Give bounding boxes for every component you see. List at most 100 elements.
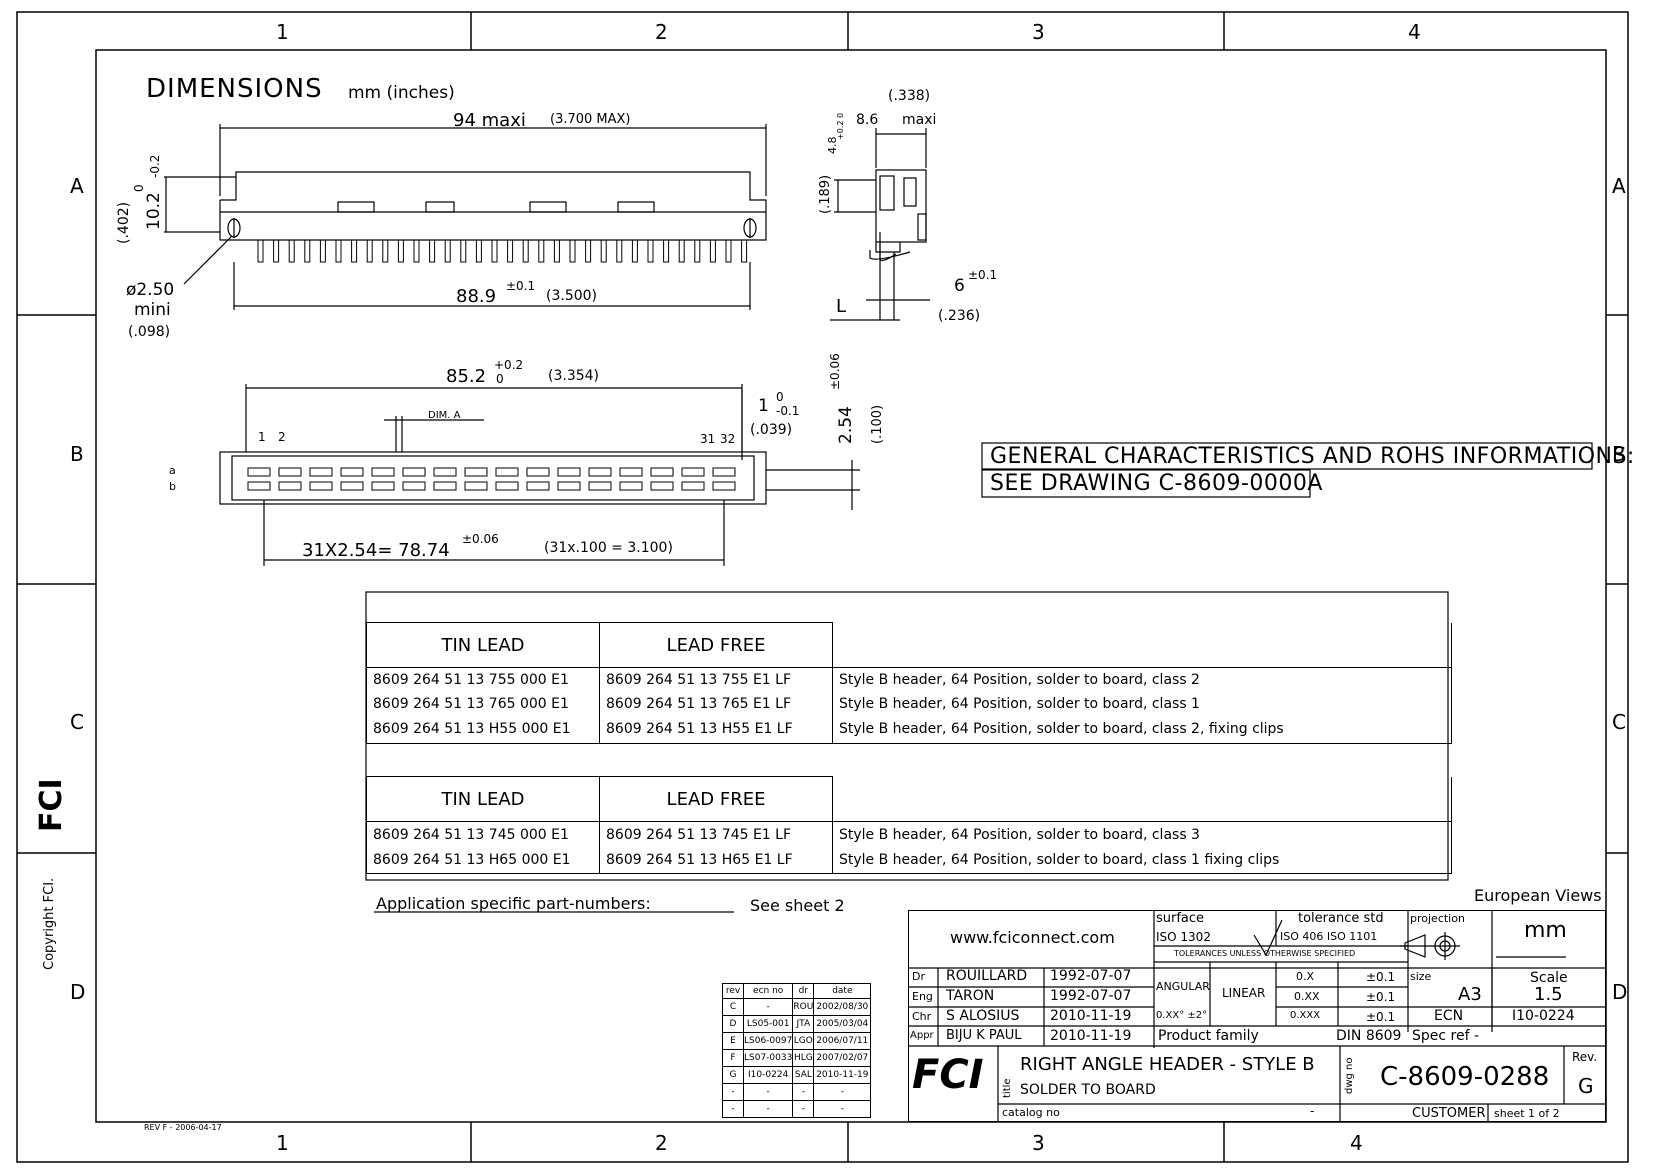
- dr-name: ROUILLARD: [946, 968, 1028, 984]
- bottom-view-contacts: [247, 467, 736, 491]
- dwg-label: dwg no: [1344, 1057, 1355, 1094]
- col-label-2: 2: [655, 20, 668, 44]
- contact-a: [340, 467, 364, 477]
- surface-label: surface: [1156, 911, 1205, 926]
- row-label-d-right: D: [1612, 980, 1628, 1004]
- lin-0xx-tol: ±0.1: [1366, 990, 1396, 1004]
- row-label-a-right: A: [1612, 174, 1626, 198]
- row-label-c-right: C: [1612, 710, 1626, 734]
- lin-0x: 0.X: [1296, 970, 1315, 983]
- iso-406: ISO 406 ISO 1101: [1280, 930, 1378, 943]
- din-value: DIN 8609: [1336, 1028, 1402, 1044]
- side-dim-6: 6: [954, 276, 965, 296]
- pin: [382, 239, 389, 263]
- dim-span-in: (31x.100 = 3.100): [544, 540, 673, 556]
- catalog-value: -: [1310, 1104, 1315, 1118]
- row-b-label: b: [169, 480, 176, 493]
- chr-role: Chr: [912, 1010, 932, 1023]
- title-block: [908, 910, 1606, 1122]
- side-dim-6-tol: ±0.1: [968, 268, 998, 282]
- appr-date: 2010-11-19: [1050, 1028, 1132, 1044]
- table-cell: 8609 264 51 13 H55 000 E1: [366, 715, 600, 744]
- row-a-label: a: [169, 464, 176, 477]
- dim-88-9-in: (3.500): [546, 288, 598, 304]
- pin: [366, 239, 373, 263]
- pin: [585, 239, 592, 263]
- dim-94: 94 maxi: [453, 110, 526, 131]
- rev-cell: -: [722, 1100, 744, 1118]
- units-mm: mm: [1524, 918, 1567, 943]
- rev-note: REV F - 2006-04-17: [144, 1123, 222, 1132]
- pin: [507, 239, 514, 263]
- rev-value: G: [1578, 1074, 1594, 1098]
- ecn-value: I10-0224: [1512, 1008, 1575, 1024]
- table-cell: 8609 264 51 13 755 E1 LF: [599, 667, 833, 692]
- pin: [709, 239, 716, 263]
- table-cell: Style B header, 64 Position, solder to b…: [832, 715, 1452, 744]
- dim-88-9-tol: ±0.1: [506, 279, 536, 293]
- side-dim-in: (.338): [888, 88, 931, 104]
- pin-2-label: 2: [278, 430, 286, 444]
- pin: [319, 239, 326, 263]
- chr-name: S ALOSIUS: [946, 1008, 1020, 1024]
- pin: [273, 239, 280, 263]
- title-label: title: [1002, 1078, 1013, 1098]
- dim-85-2-in: (3.354): [548, 368, 600, 384]
- linear-label: LINEAR: [1222, 986, 1266, 1000]
- pin: [335, 239, 342, 263]
- table-cell: Style B header, 64 Position, solder to b…: [832, 847, 1452, 874]
- side-dim-L: L: [836, 296, 847, 317]
- pin: [741, 239, 748, 263]
- eng-date: 1992-07-07: [1050, 988, 1132, 1004]
- scale-value: 1.5: [1534, 984, 1563, 1005]
- side-dim-236: (.236): [938, 308, 981, 324]
- dim-1: 1: [758, 396, 769, 416]
- contact-b: [309, 481, 333, 491]
- dr-role: Dr: [912, 970, 925, 983]
- table-cell: 8609 264 51 13 H65 000 E1: [366, 847, 600, 874]
- table-row: 8609 264 51 13 765 000 E1 8609 264 51 13…: [366, 691, 1452, 716]
- col-label-4: 4: [1408, 20, 1421, 44]
- col-label-1: 1: [276, 20, 289, 44]
- drawing-title-2: SOLDER TO BOARD: [1020, 1082, 1156, 1098]
- contact-b: [278, 481, 302, 491]
- row-label-a: A: [70, 174, 84, 198]
- pin: [429, 239, 436, 263]
- table-row: 8609 264 51 13 H55 000 E1 8609 264 51 13…: [366, 715, 1452, 744]
- drawing-title-1: RIGHT ANGLE HEADER - STYLE B: [1020, 1054, 1315, 1075]
- contact-b: [650, 481, 674, 491]
- dr-date: 1992-07-07: [1050, 968, 1132, 984]
- col-label-4-bottom: 4: [1350, 1131, 1363, 1155]
- table-cell: 8609 264 51 13 745 E1 LF: [599, 821, 833, 848]
- contact-a: [433, 467, 457, 477]
- table-cell: 8609 264 51 13 745 000 E1: [366, 821, 600, 848]
- pin: [725, 239, 732, 263]
- app-specific-label: Application specific part-numbers:: [376, 894, 651, 913]
- pin: [678, 239, 685, 263]
- pin: [257, 239, 264, 263]
- dim-hole-in: (.098): [128, 324, 171, 340]
- rev-cell: 2010-11-19: [813, 1066, 872, 1084]
- contact-b: [402, 481, 426, 491]
- pin: [304, 239, 311, 263]
- table-cell: 8609 264 51 13 H65 E1 LF: [599, 847, 833, 874]
- pin: [600, 239, 607, 263]
- contact-a: [712, 467, 736, 477]
- rev-cell: LS05-001: [742, 1015, 794, 1033]
- european-views: European Views: [1474, 886, 1602, 905]
- contact-b: [247, 481, 271, 491]
- appr-name: BIJU K PAUL: [946, 1028, 1022, 1043]
- customer-label: CUSTOMER: [1412, 1106, 1486, 1121]
- dim-hole: ø2.50: [126, 280, 175, 300]
- ecn-label: ECN: [1434, 1008, 1464, 1024]
- product-family-label: Product family: [1158, 1028, 1259, 1044]
- contact-b: [371, 481, 395, 491]
- website[interactable]: www.fciconnect.com: [950, 928, 1115, 947]
- tolerance-note: TOLERANCES UNLESS OTHERWISE SPECIFIED: [1174, 949, 1356, 958]
- table-cell: Style B header, 64 Position, solder to b…: [832, 691, 1452, 716]
- contact-a: [278, 467, 302, 477]
